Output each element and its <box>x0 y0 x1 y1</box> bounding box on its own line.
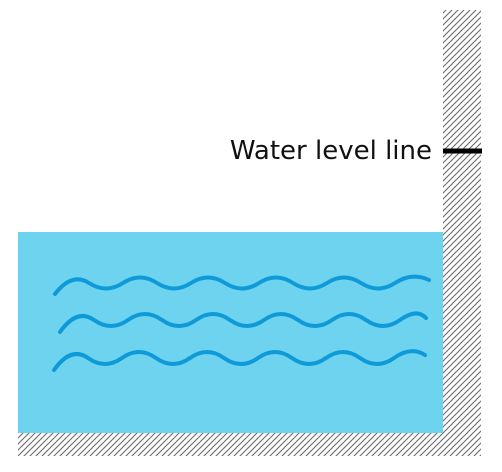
wave-line-3 <box>52 349 427 372</box>
water-level-label: Water level line <box>230 136 432 166</box>
wave-line-1 <box>53 274 431 296</box>
container-right-wall <box>443 10 481 456</box>
water-body <box>18 232 443 433</box>
wave-line-2 <box>58 311 428 334</box>
container-floor <box>18 433 481 456</box>
